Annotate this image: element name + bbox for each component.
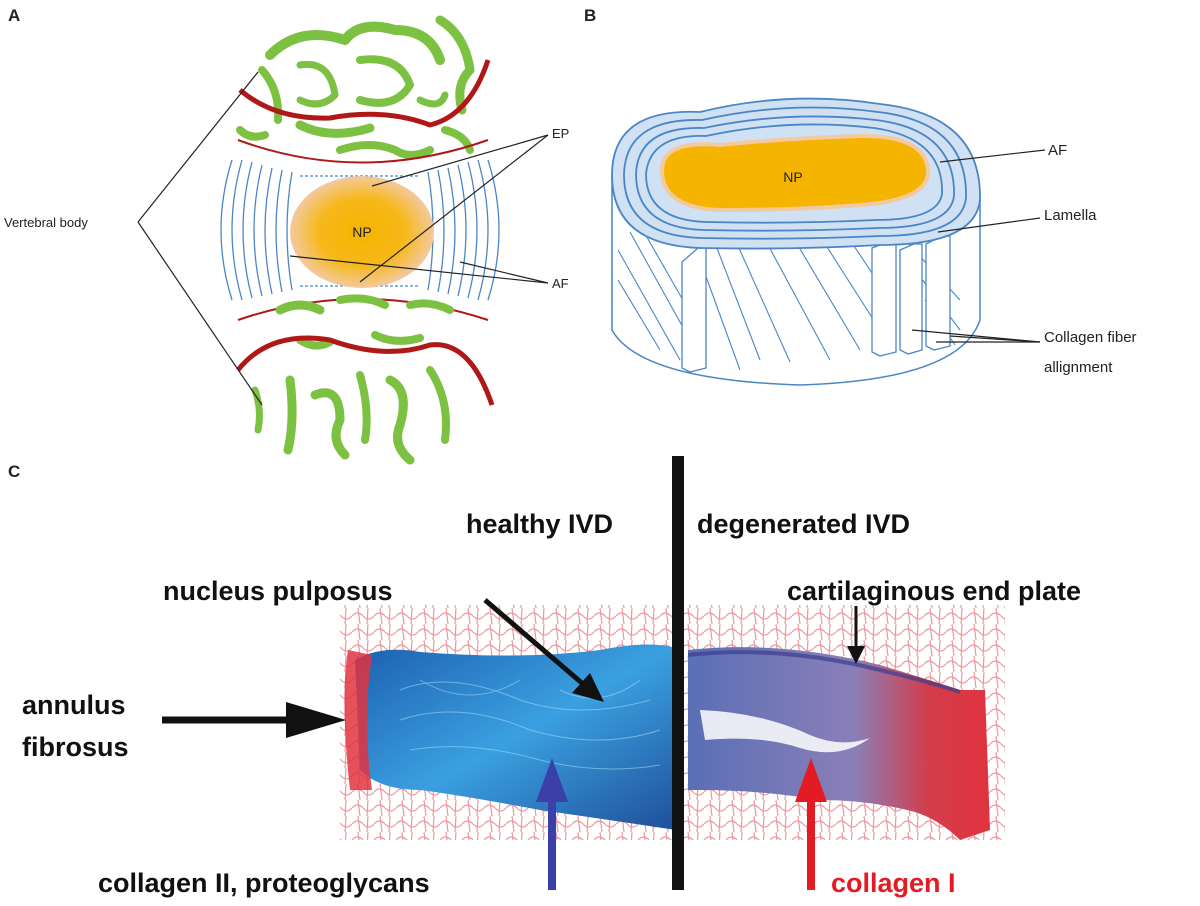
healthy-fiber-texture [399, 679, 661, 770]
upper-endplate [237, 139, 489, 164]
collagen-i-label: collagen I [831, 868, 956, 898]
end-plate-band [687, 650, 961, 694]
panel-b-letter: B [584, 6, 597, 25]
lower-vertebral-body [251, 294, 454, 465]
annulus-label-2: fibrosus [22, 732, 129, 762]
healthy-annulus-red [344, 650, 372, 790]
af-label-b: AF [1048, 142, 1067, 159]
nucleus-arrow [483, 598, 604, 702]
healthy-ivd-label: healthy IVD [466, 509, 613, 539]
blue-arrow [536, 758, 568, 890]
degenerated-ivd-label: degenerated IVD [697, 509, 910, 539]
leader-lines-b [911, 149, 1046, 343]
np-label-a: NP [352, 224, 371, 240]
collagen-ii-label: collagen II, proteoglycans [98, 868, 430, 898]
lower-cortical-line [236, 335, 495, 406]
nucleus-pulposus-b [659, 133, 931, 213]
divider-bar [672, 456, 684, 890]
upper-cortical-line [238, 59, 491, 128]
annulus-fibrosus-a [220, 159, 500, 301]
annulus-label-1: annulus [22, 690, 126, 720]
af-label-a: AF [552, 276, 569, 291]
leader-lines-a [137, 71, 549, 406]
nucleus-pulposus-label: nucleus pulposus [163, 576, 393, 606]
panel-a-diagram: NP Vertebral body EP [4, 15, 569, 465]
np-label-b: NP [783, 169, 802, 185]
panel-c-letter: C [8, 462, 21, 481]
ep-label: EP [552, 126, 569, 141]
end-plate-label: cartilaginous end plate [787, 576, 1081, 606]
panel-c-histology: healthy IVD degenerated IVD nucleus pulp… [22, 456, 1081, 898]
end-plate-arrow [847, 606, 865, 664]
collagen-fiber-label-1: Collagen fiber [1044, 329, 1137, 346]
vertebral-body-label: Vertebral body [4, 215, 88, 230]
lamella-label: Lamella [1044, 207, 1097, 224]
degenerated-cleft [700, 710, 870, 753]
annulus-arrow [162, 702, 346, 738]
panel-b-diagram: NP AF Lamella Collagen fiber allignment [611, 97, 1137, 386]
red-arrow [795, 758, 827, 890]
collagen-fiber-label-2: allignment [1044, 359, 1113, 376]
upper-vertebral-body [236, 15, 475, 159]
panel-a-letter: A [8, 6, 21, 25]
